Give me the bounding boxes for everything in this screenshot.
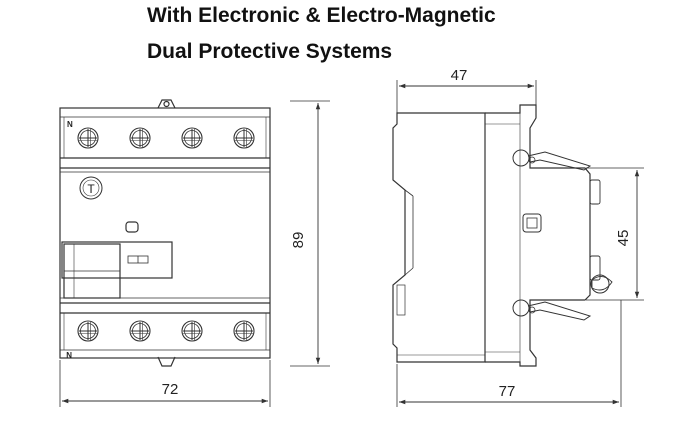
side-depth-bottom-dimension	[396, 300, 622, 407]
test-button-label: T	[87, 182, 95, 196]
side-rail-dimension	[586, 167, 644, 301]
rail-height-dimension-label: 45	[615, 230, 632, 247]
screw-icon	[129, 320, 151, 342]
side-depth-top-dimension	[396, 80, 537, 113]
test-button	[79, 176, 103, 200]
title-line-2: Dual Protective Systems	[147, 40, 393, 63]
top-terminal-screws	[77, 127, 255, 149]
screw-icon	[233, 127, 255, 149]
side-view-body-outline	[392, 104, 601, 367]
depth-top-dimension-label: 47	[451, 67, 468, 84]
screw-icon	[233, 320, 255, 342]
screw-icon	[77, 320, 99, 342]
neutral-mark-bottom: N	[66, 350, 72, 359]
bottom-terminal-screws	[77, 320, 255, 342]
front-view-body-outline	[59, 99, 271, 367]
front-width-dimension	[59, 360, 271, 407]
height-dimension-label: 89	[290, 232, 307, 249]
din-rail-clip-bottom	[512, 299, 592, 321]
lever-mechanism	[590, 274, 613, 294]
title-line-1: With Electronic & Electro-Magnetic	[147, 4, 496, 27]
depth-bottom-dimension-label: 77	[499, 383, 516, 400]
front-height-dimension	[290, 100, 330, 367]
side-view	[392, 104, 613, 367]
indicator-window	[125, 221, 139, 233]
screw-icon	[129, 127, 151, 149]
screw-icon	[77, 127, 99, 149]
din-rail-clip-top	[512, 149, 592, 171]
toggle-lever	[61, 241, 173, 299]
screw-icon	[181, 320, 203, 342]
screw-icon	[181, 127, 203, 149]
front-view	[59, 99, 271, 367]
neutral-mark-top: N	[67, 120, 73, 129]
width-dimension-label: 72	[162, 381, 179, 398]
